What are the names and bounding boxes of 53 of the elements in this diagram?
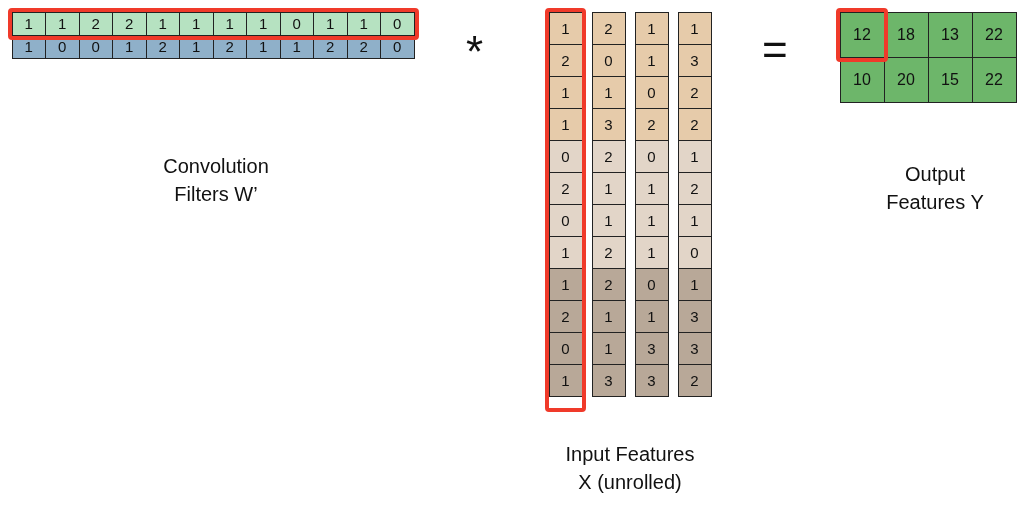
matrix-cell: 1 bbox=[591, 299, 626, 333]
matrix-cell: 0 bbox=[634, 139, 669, 173]
matrix-cell: 2 bbox=[112, 11, 147, 36]
matrix-cell: 2 bbox=[591, 139, 626, 173]
matrix-cell: 2 bbox=[591, 235, 626, 269]
matrix-cell: 1 bbox=[634, 203, 669, 237]
matrix-cell: 13 bbox=[927, 11, 973, 58]
matrix-cell: 1 bbox=[313, 11, 348, 36]
matrix-cell: 1 bbox=[179, 11, 214, 36]
matrix-cell: 3 bbox=[677, 299, 712, 333]
matrix-cell: 0 bbox=[677, 235, 712, 269]
matrix-cell: 2 bbox=[591, 267, 626, 301]
caption: Input Features X (unrolled) bbox=[565, 442, 695, 495]
matrix-cell: 2 bbox=[677, 107, 712, 141]
equals-sign: = bbox=[762, 28, 788, 72]
matrix-cell: 1 bbox=[45, 11, 80, 36]
caption: Convolution Filters W’ bbox=[162, 154, 270, 207]
matrix-cell: 3 bbox=[677, 43, 712, 77]
matrix-cell: 1 bbox=[634, 235, 669, 269]
matrix-cell: 3 bbox=[634, 331, 669, 365]
matrix-cell: 1 bbox=[591, 331, 626, 365]
matrix-cell: 1 bbox=[677, 267, 712, 301]
matrix-cell: 22 bbox=[971, 56, 1017, 103]
matrix-cell: 22 bbox=[971, 11, 1017, 58]
matrix-cell: 1 bbox=[634, 299, 669, 333]
matrix-cell: 15 bbox=[927, 56, 973, 103]
matrix-cell: 0 bbox=[591, 43, 626, 77]
multiply-sign: * bbox=[466, 30, 484, 74]
matrix-cell: 1 bbox=[677, 139, 712, 173]
matrix-cell: 2 bbox=[591, 11, 626, 45]
matrix-cell: 1 bbox=[591, 75, 626, 109]
matrix-cell: 1 bbox=[591, 171, 626, 205]
matrix-cell: 1 bbox=[591, 203, 626, 237]
matrix-cell: 0 bbox=[634, 75, 669, 109]
matrix-cell: 3 bbox=[677, 331, 712, 365]
matrix-cell: 1 bbox=[677, 203, 712, 237]
matrix-cell: 1 bbox=[634, 171, 669, 205]
matrix-cell: 0 bbox=[634, 267, 669, 301]
caption: Output Features Y bbox=[885, 162, 985, 215]
matrix-cell: 1 bbox=[246, 11, 281, 36]
matrix-cell: 1 bbox=[634, 11, 669, 45]
matrix-cell: 2 bbox=[677, 171, 712, 205]
matrix-cell: 2 bbox=[634, 107, 669, 141]
matrix-cell: 2 bbox=[677, 75, 712, 109]
matrix-cell: 3 bbox=[591, 107, 626, 141]
matrix-cell: 1 bbox=[634, 43, 669, 77]
matrix-cell: 20 bbox=[883, 56, 929, 103]
matrix-cell: 2 bbox=[677, 363, 712, 397]
matrix-cell: 3 bbox=[634, 363, 669, 397]
matrix-cell: 3 bbox=[591, 363, 626, 397]
matrix-cell: 1 bbox=[677, 11, 712, 45]
matrix-cell: 12 bbox=[839, 11, 885, 58]
matrix-cell: 0 bbox=[380, 11, 415, 36]
